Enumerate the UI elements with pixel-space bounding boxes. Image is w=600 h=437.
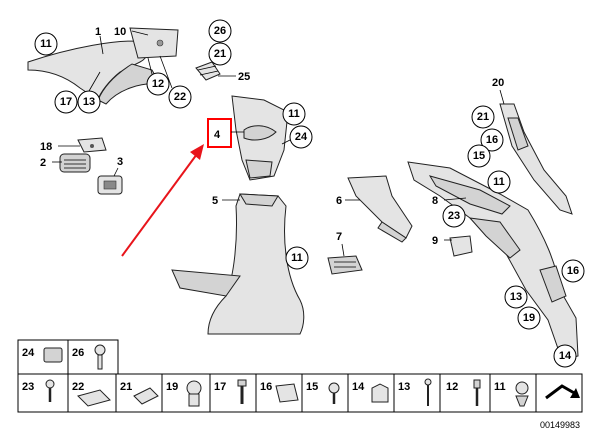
legend-12-pin-icon xyxy=(473,379,481,406)
legend-label-17: 17 xyxy=(214,381,226,393)
callout-24-pillar: 24 xyxy=(289,125,313,149)
callout-13-right: 13 xyxy=(504,285,528,309)
highlight-box-part-4 xyxy=(207,118,232,148)
callout-16-right-top: 16 xyxy=(480,128,504,152)
callout-21-top: 21 xyxy=(208,42,232,66)
part-8-rear-trim xyxy=(407,161,579,361)
callout-22-top: 22 xyxy=(168,85,192,109)
svg-text:16: 16 xyxy=(567,265,579,277)
svg-text:11: 11 xyxy=(40,38,52,50)
svg-text:24: 24 xyxy=(295,131,308,143)
part-7-switch xyxy=(327,255,363,275)
legend-label-15: 15 xyxy=(306,381,318,393)
legend-label-26: 26 xyxy=(72,347,84,359)
part-25-clip xyxy=(195,61,221,81)
legend-24-clip-icon xyxy=(43,347,63,363)
svg-text:16: 16 xyxy=(486,134,498,146)
legend-label-14: 14 xyxy=(352,381,365,393)
legend-11-clip-icon xyxy=(515,381,529,407)
label-1: 1 xyxy=(95,26,101,38)
part-5-lower-pillar-trim xyxy=(171,193,305,335)
legend-label-22: 22 xyxy=(72,381,84,393)
part-4-upper-pillar-trim xyxy=(231,95,289,181)
legend-label-12: 12 xyxy=(446,381,458,393)
part-18-bracket xyxy=(77,137,107,153)
legend-label-23: 23 xyxy=(22,381,34,393)
svg-text:13: 13 xyxy=(83,96,95,108)
callout-17: 17 xyxy=(54,90,78,114)
label-9: 9 xyxy=(432,235,438,247)
callout-19-right: 19 xyxy=(517,306,541,330)
part-3-cover xyxy=(97,175,123,195)
legend-17-bolt-icon xyxy=(237,379,247,404)
label-6: 6 xyxy=(336,195,342,207)
legend-label-13: 13 xyxy=(398,381,410,393)
svg-text:17: 17 xyxy=(60,96,72,108)
label-10: 10 xyxy=(114,26,126,38)
callout-11-topleft: 11 xyxy=(34,32,58,56)
svg-text:23: 23 xyxy=(448,210,460,222)
callout-23-rear: 23 xyxy=(442,204,466,228)
part-9-cap xyxy=(449,235,473,257)
label-3: 3 xyxy=(117,156,123,168)
legend-label-16: 16 xyxy=(260,381,272,393)
label-5: 5 xyxy=(212,195,218,207)
callout-16-right-bottom: 16 xyxy=(561,259,585,283)
label-25: 25 xyxy=(238,71,250,83)
label-4: 4 xyxy=(214,129,221,141)
svg-text:26: 26 xyxy=(214,25,226,37)
legend-21-clip-icon xyxy=(133,387,159,405)
svg-text:15: 15 xyxy=(473,150,485,162)
svg-text:11: 11 xyxy=(291,252,303,264)
label-18: 18 xyxy=(40,141,52,153)
callout-13-top: 13 xyxy=(77,90,101,114)
legend-label-11: 11 xyxy=(494,381,506,393)
svg-text:22: 22 xyxy=(174,91,186,103)
svg-text:21: 21 xyxy=(477,111,489,123)
svg-text:13: 13 xyxy=(510,291,522,303)
legend-19-plug-icon xyxy=(186,380,202,407)
catalog-number: 00149983 xyxy=(540,420,580,430)
callout-11-pillar-top: 11 xyxy=(282,102,306,126)
part-2-switch xyxy=(59,153,91,173)
legend-label-19: 19 xyxy=(166,381,178,393)
label-20: 20 xyxy=(492,77,504,89)
part-1-trim-panel xyxy=(27,27,179,105)
part-20-strip xyxy=(499,103,573,215)
legend-label-21: 21 xyxy=(120,381,132,393)
red-pointer-arrow xyxy=(121,144,204,257)
legend-26-screw-icon xyxy=(94,344,106,370)
callout-11-pillar-mid: 11 xyxy=(285,246,309,270)
part-6-trim xyxy=(347,175,413,243)
svg-text:21: 21 xyxy=(214,48,226,60)
svg-text:11: 11 xyxy=(288,108,300,120)
callout-12-top: 12 xyxy=(146,72,170,96)
fastener-legend: 24 26 23 22 21 19 17 16 15 xyxy=(17,339,583,413)
callout-21-right: 21 xyxy=(471,105,495,129)
callout-26-top: 26 xyxy=(208,19,232,43)
legend-label-24: 24 xyxy=(22,347,35,359)
label-2: 2 xyxy=(40,157,46,169)
callout-11-rear: 11 xyxy=(487,170,511,194)
legend-16-nut-icon xyxy=(275,383,299,403)
callout-14-right: 14 xyxy=(553,344,577,368)
label-7: 7 xyxy=(336,231,342,243)
callout-15-right: 15 xyxy=(467,144,491,168)
svg-text:11: 11 xyxy=(493,176,505,188)
legend-13-screw-icon xyxy=(424,378,432,406)
svg-text:19: 19 xyxy=(523,312,535,324)
legend-14-bracket-icon xyxy=(371,383,389,403)
legend-23-screw-icon xyxy=(45,379,55,402)
legend-direction-symbol-icon xyxy=(545,384,580,400)
legend-22-pad-icon xyxy=(77,389,111,407)
label-8: 8 xyxy=(432,195,438,207)
svg-text:14: 14 xyxy=(559,350,572,362)
legend-15-screw-icon xyxy=(328,382,340,404)
svg-text:12: 12 xyxy=(152,78,164,90)
